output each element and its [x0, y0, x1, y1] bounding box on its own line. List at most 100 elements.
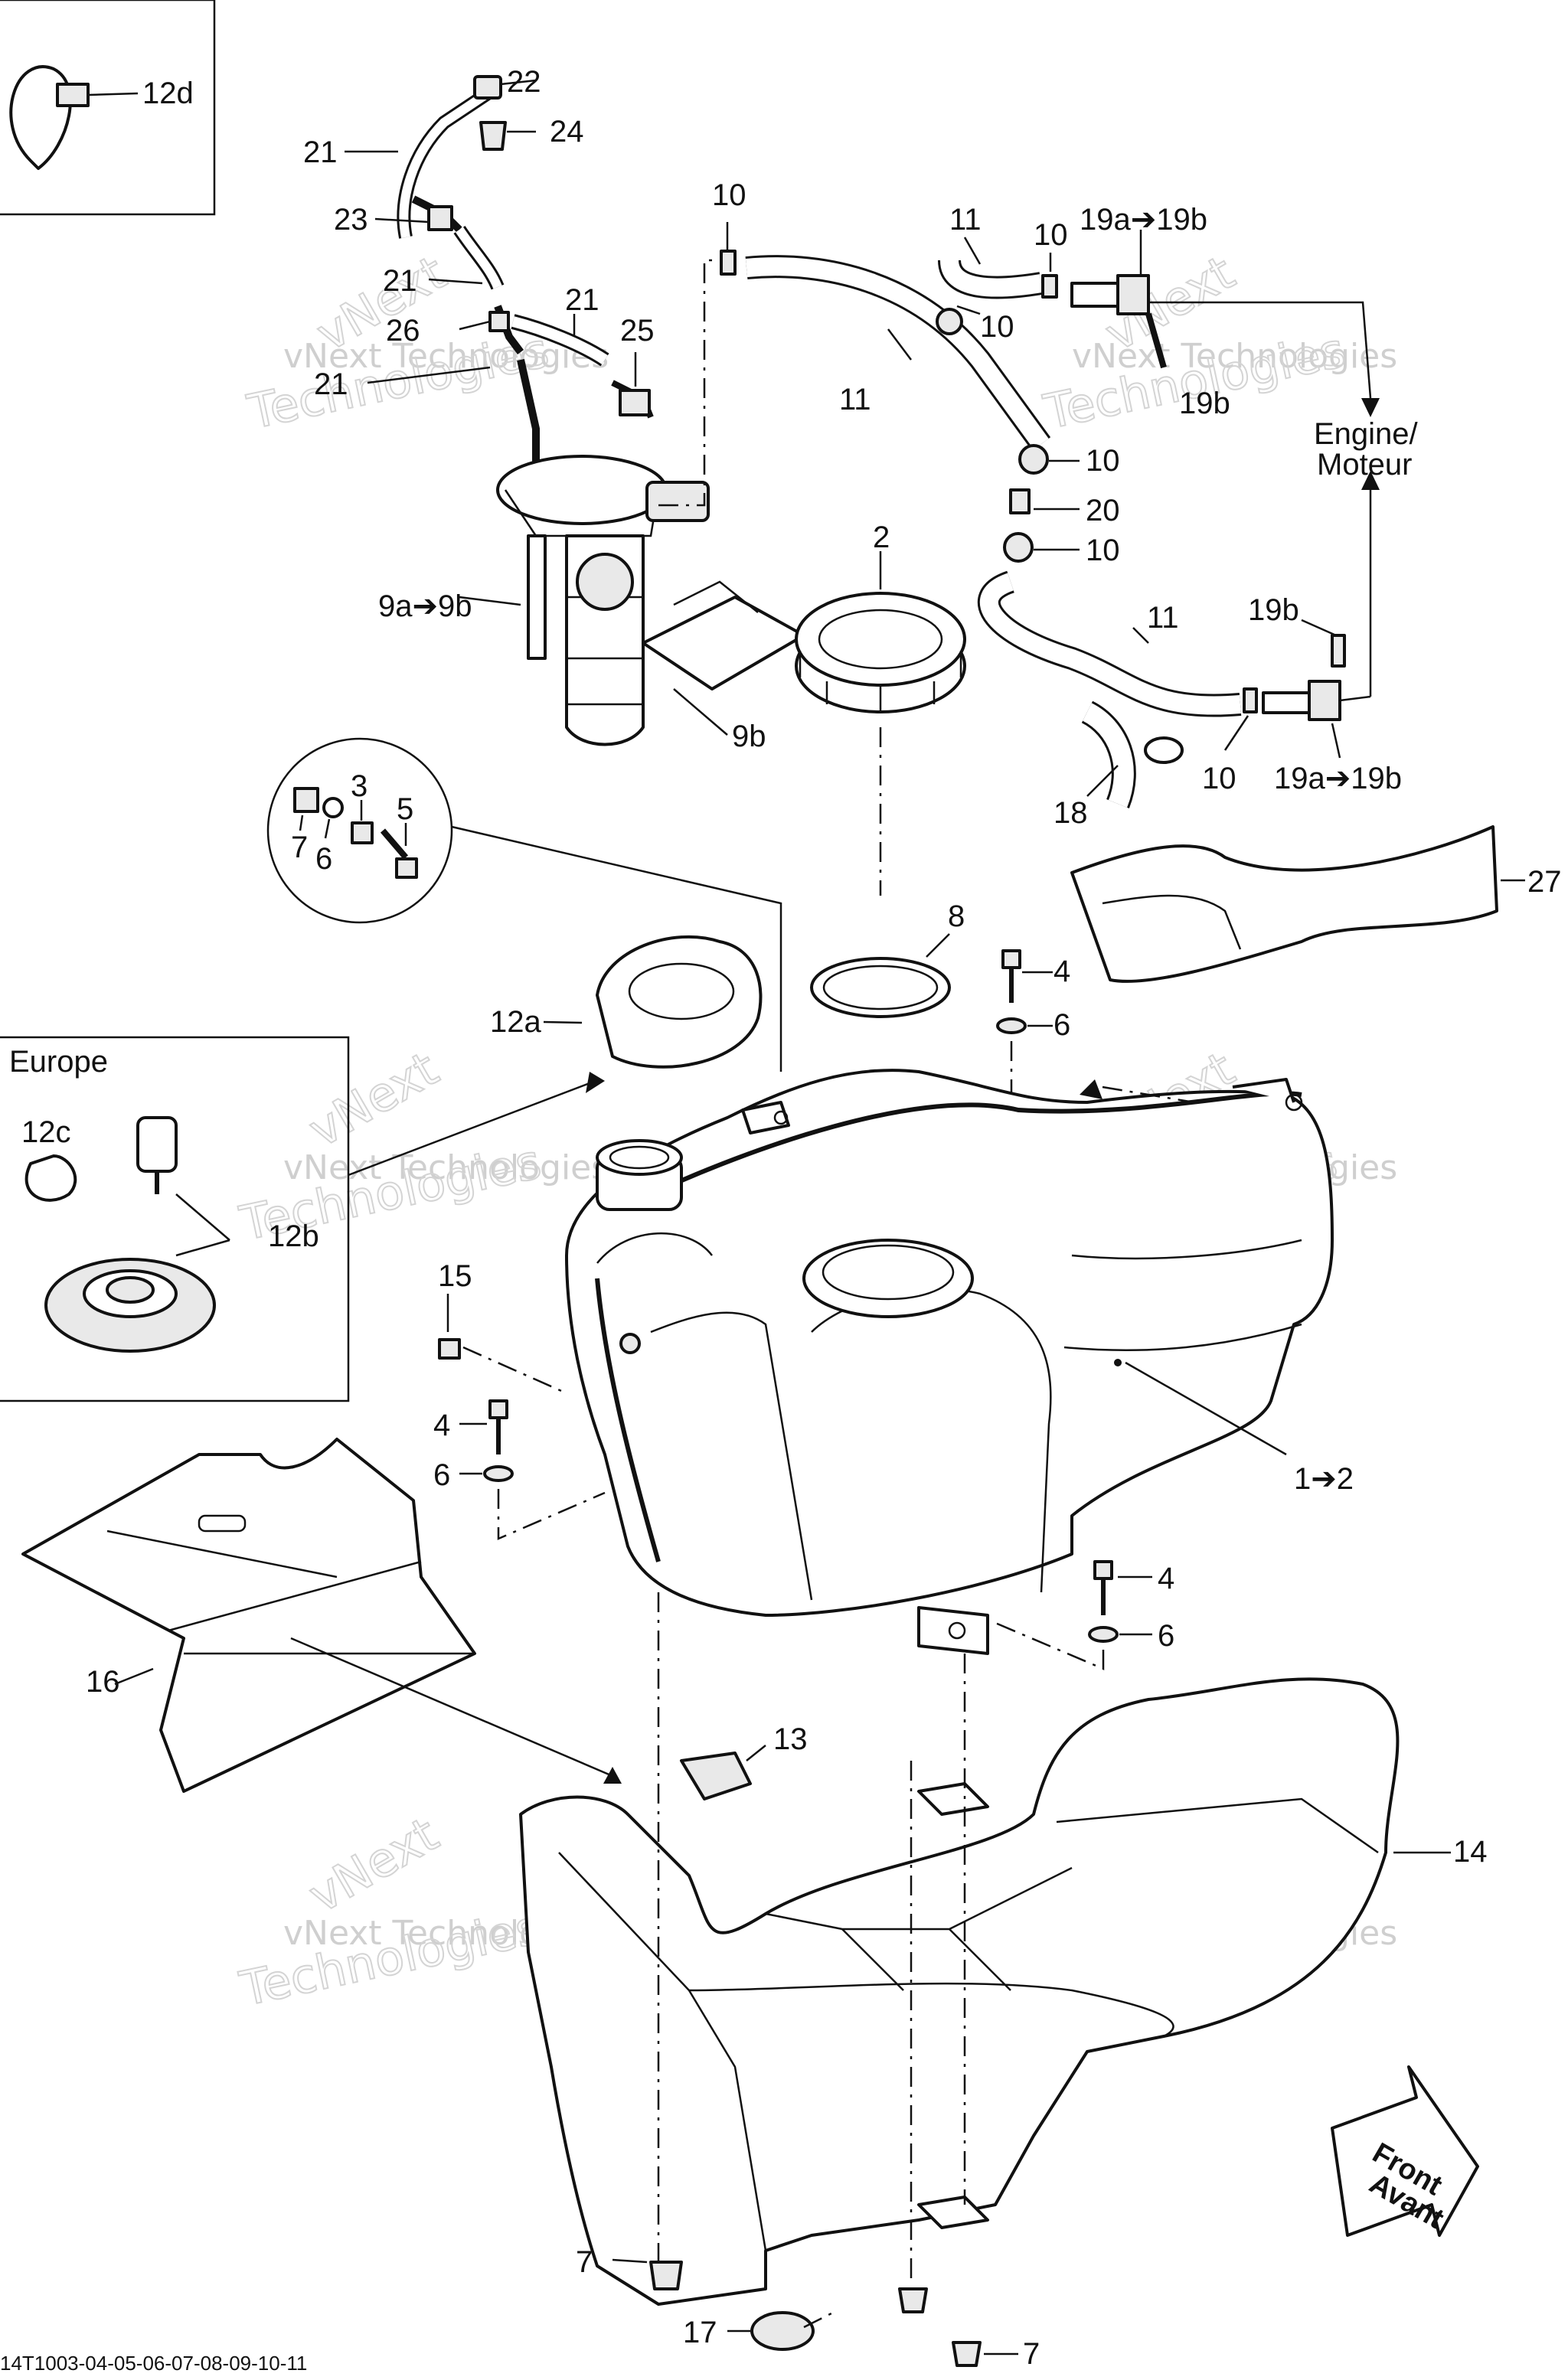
spacer-3 — [351, 821, 374, 844]
callout-12a: 12a — [490, 1005, 541, 1039]
clamp-10-f — [1243, 687, 1258, 713]
engine-arrow-up — [1361, 471, 1380, 490]
left-hardware: 15 4 6 — [433, 1259, 606, 1540]
callout-10-e: 10 — [1086, 534, 1120, 567]
clamp-10-e — [1003, 532, 1034, 563]
nut-7-right — [952, 2341, 982, 2367]
filler-cap-12a: 12a — [490, 935, 763, 1069]
pointer-arrow-12a — [586, 1072, 605, 1093]
engine-arrow-down — [1361, 398, 1380, 417]
callout-6-b: 6 — [1054, 1008, 1070, 1042]
callout-19b-top: 19b — [1179, 387, 1230, 420]
pump-rod — [527, 534, 547, 660]
quick-connect-19-bot — [1262, 691, 1311, 714]
skid-plate-14: 14 — [519, 1592, 1488, 2306]
callout-8: 8 — [948, 899, 965, 933]
europe-inset: Europe 12c 12b — [0, 1036, 605, 1402]
heat-shield-27: 27 — [1070, 825, 1562, 983]
callout-2: 2 — [873, 521, 890, 554]
front-direction-arrow: Front Avant — [1331, 2065, 1479, 2237]
diagram-code: 14T1003-04-05-06-07-08-09-10-11 — [0, 2352, 307, 2375]
watermark-text: vNext — [299, 1040, 447, 1158]
washer-6-left — [483, 1465, 514, 1482]
callout-9b: 9b — [732, 720, 766, 753]
engine-label-fr: Moteur — [1317, 448, 1413, 482]
bolt-cap-7 — [293, 787, 319, 813]
fuel-tank: 1➔2 — [565, 1069, 1354, 1655]
connector-23 — [427, 205, 453, 231]
callout-4-c: 4 — [1158, 1562, 1174, 1595]
tee-26 — [488, 311, 510, 332]
bolt-4-right — [1093, 1560, 1113, 1580]
washer-6-right — [1088, 1626, 1119, 1643]
bolt-4-left — [488, 1399, 508, 1419]
pump-motor — [576, 553, 634, 611]
callout-18: 18 — [1054, 796, 1088, 830]
callout-14: 14 — [1453, 1835, 1488, 1869]
callout-10-d: 10 — [1086, 444, 1120, 478]
pump-connector — [645, 481, 710, 522]
callout-7-b: 7 — [576, 2245, 593, 2279]
callout-21-c: 21 — [565, 283, 599, 317]
callout-9a-9b: 9a➔9b — [378, 589, 472, 623]
cap-24 — [479, 121, 507, 151]
callout-26: 26 — [386, 314, 420, 348]
callout-27: 27 — [1527, 865, 1562, 899]
clamp-12d — [9, 65, 72, 170]
callout-6-a: 6 — [315, 842, 332, 876]
europe-inset-frame — [0, 1036, 350, 1402]
hardware-inset: 3 5 7 6 — [266, 737, 782, 1072]
pump-opening — [802, 1239, 974, 1318]
vent-hoses: 10 11 10 11 10 19a➔19b 19b Engine/ Moteu… — [712, 178, 1419, 830]
callout-13: 13 — [773, 1722, 808, 1756]
callout-23: 23 — [334, 203, 368, 237]
callout-24: 24 — [550, 115, 584, 149]
callout-4-a: 4 — [1054, 955, 1070, 988]
tank-foot — [917, 1606, 989, 1655]
watermark-text: vNext — [299, 1806, 447, 1924]
callout-21-a: 21 — [303, 135, 338, 169]
quick-connect-19-top — [1070, 282, 1119, 308]
callout-10-c: 10 — [1034, 218, 1068, 252]
clamp-10-d — [1018, 444, 1049, 475]
callout-25: 25 — [620, 314, 655, 348]
callout-10-b: 10 — [980, 310, 1014, 344]
bolt-4-upper — [1001, 949, 1021, 969]
watermark-text: vNext Technologies — [283, 337, 609, 376]
callout-5: 5 — [397, 792, 413, 826]
callout-10-f: 10 — [1202, 762, 1236, 795]
callout-21-d: 21 — [314, 367, 348, 401]
callout-7-c: 7 — [1023, 2337, 1040, 2371]
pump-flange — [496, 455, 668, 525]
washer-6 — [322, 797, 344, 818]
clip-13: 13 — [680, 1722, 808, 1801]
inset-frame — [0, 0, 216, 216]
callout-6-d: 6 — [1158, 1619, 1174, 1653]
clamp-10-c — [1041, 274, 1058, 299]
callout-11-c: 11 — [1147, 601, 1179, 635]
nut-7-left — [649, 2261, 683, 2290]
bolt-5 — [395, 857, 418, 879]
clip-19b — [1331, 634, 1346, 668]
callout-6-c: 6 — [433, 1458, 450, 1492]
nut-15 — [438, 1338, 461, 1360]
bolt-washer-upper: 4 6 — [996, 949, 1070, 1095]
callout-16: 16 — [86, 1665, 120, 1699]
fuel-pump-lines: 22 24 21 23 21 26 21 21 25 — [303, 65, 655, 490]
tank-tab — [741, 1101, 790, 1134]
lock-ring-2: 2 — [795, 521, 966, 896]
connector-20 — [1009, 488, 1031, 514]
callout-19a-19b-bot: 19a➔19b — [1274, 762, 1402, 795]
callout-19b-mid: 19b — [1248, 593, 1299, 627]
clamp-12c — [24, 1154, 77, 1202]
bottom-hardware: 7 17 7 — [576, 2245, 1040, 2371]
o-ring-8: 8 — [810, 899, 965, 1018]
watermark-text: vNext Technologies — [283, 1148, 609, 1187]
tank-shell — [565, 1069, 1334, 1617]
callout-4-b: 4 — [433, 1409, 450, 1442]
watermark-text: vNext Technologies — [1072, 337, 1397, 376]
callout-11-a: 11 — [839, 383, 871, 416]
callout-21-b: 21 — [383, 264, 417, 298]
